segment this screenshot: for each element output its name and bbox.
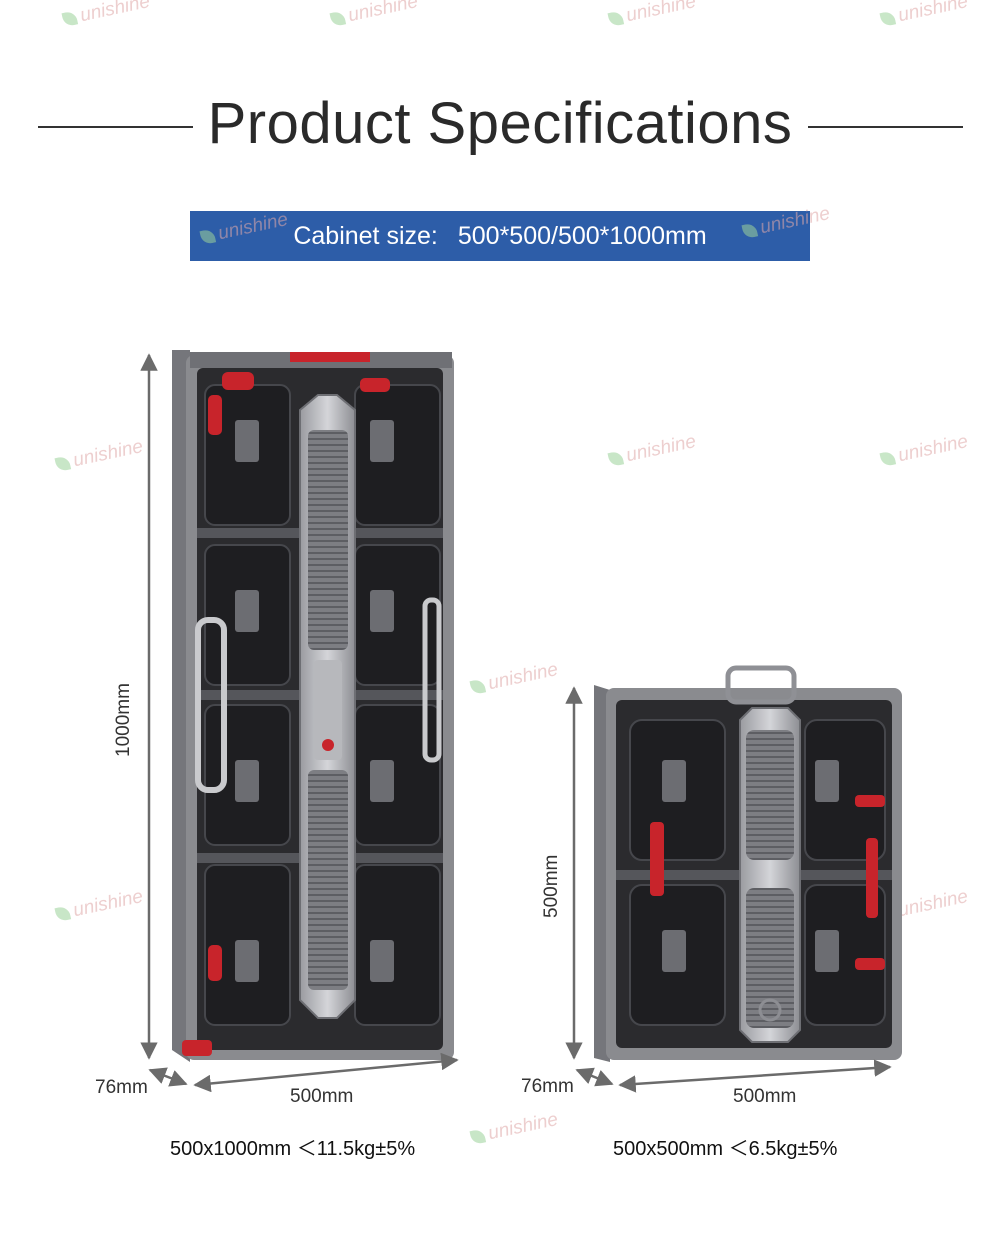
cabinet-small-width-label: 500mm xyxy=(733,1086,797,1107)
cabinet-size-banner: Cabinet size: 500*500/500*1000mm xyxy=(190,211,810,261)
page-title: Product Specifications xyxy=(207,91,793,156)
cabinet-500x1000-image xyxy=(172,350,454,1062)
title-rule-left xyxy=(38,126,193,128)
cabinet-500x500-image xyxy=(594,665,902,1062)
cabinet-small-spec: 500x500mm ＜6.5kg±5% xyxy=(613,1138,838,1160)
cabinet-large-width-label: 500mm xyxy=(290,1086,354,1107)
cabinet-large-height-label: 1000mm xyxy=(113,683,134,757)
cabinet-small-height-label: 500mm xyxy=(541,854,562,918)
cabinet-size-label: Cabinet size: xyxy=(293,222,438,250)
cabinet-large-depth-label: 76mm xyxy=(95,1077,148,1098)
title-rule-right xyxy=(808,126,963,128)
cabinet-large-spec: 500x1000mm ＜11.5kg±5% xyxy=(170,1138,416,1160)
cabinet-size-value: 500*500/500*1000mm xyxy=(457,222,707,250)
dimension-lines xyxy=(140,353,892,1093)
cabinet-small-depth-label: 76mm xyxy=(521,1076,574,1097)
